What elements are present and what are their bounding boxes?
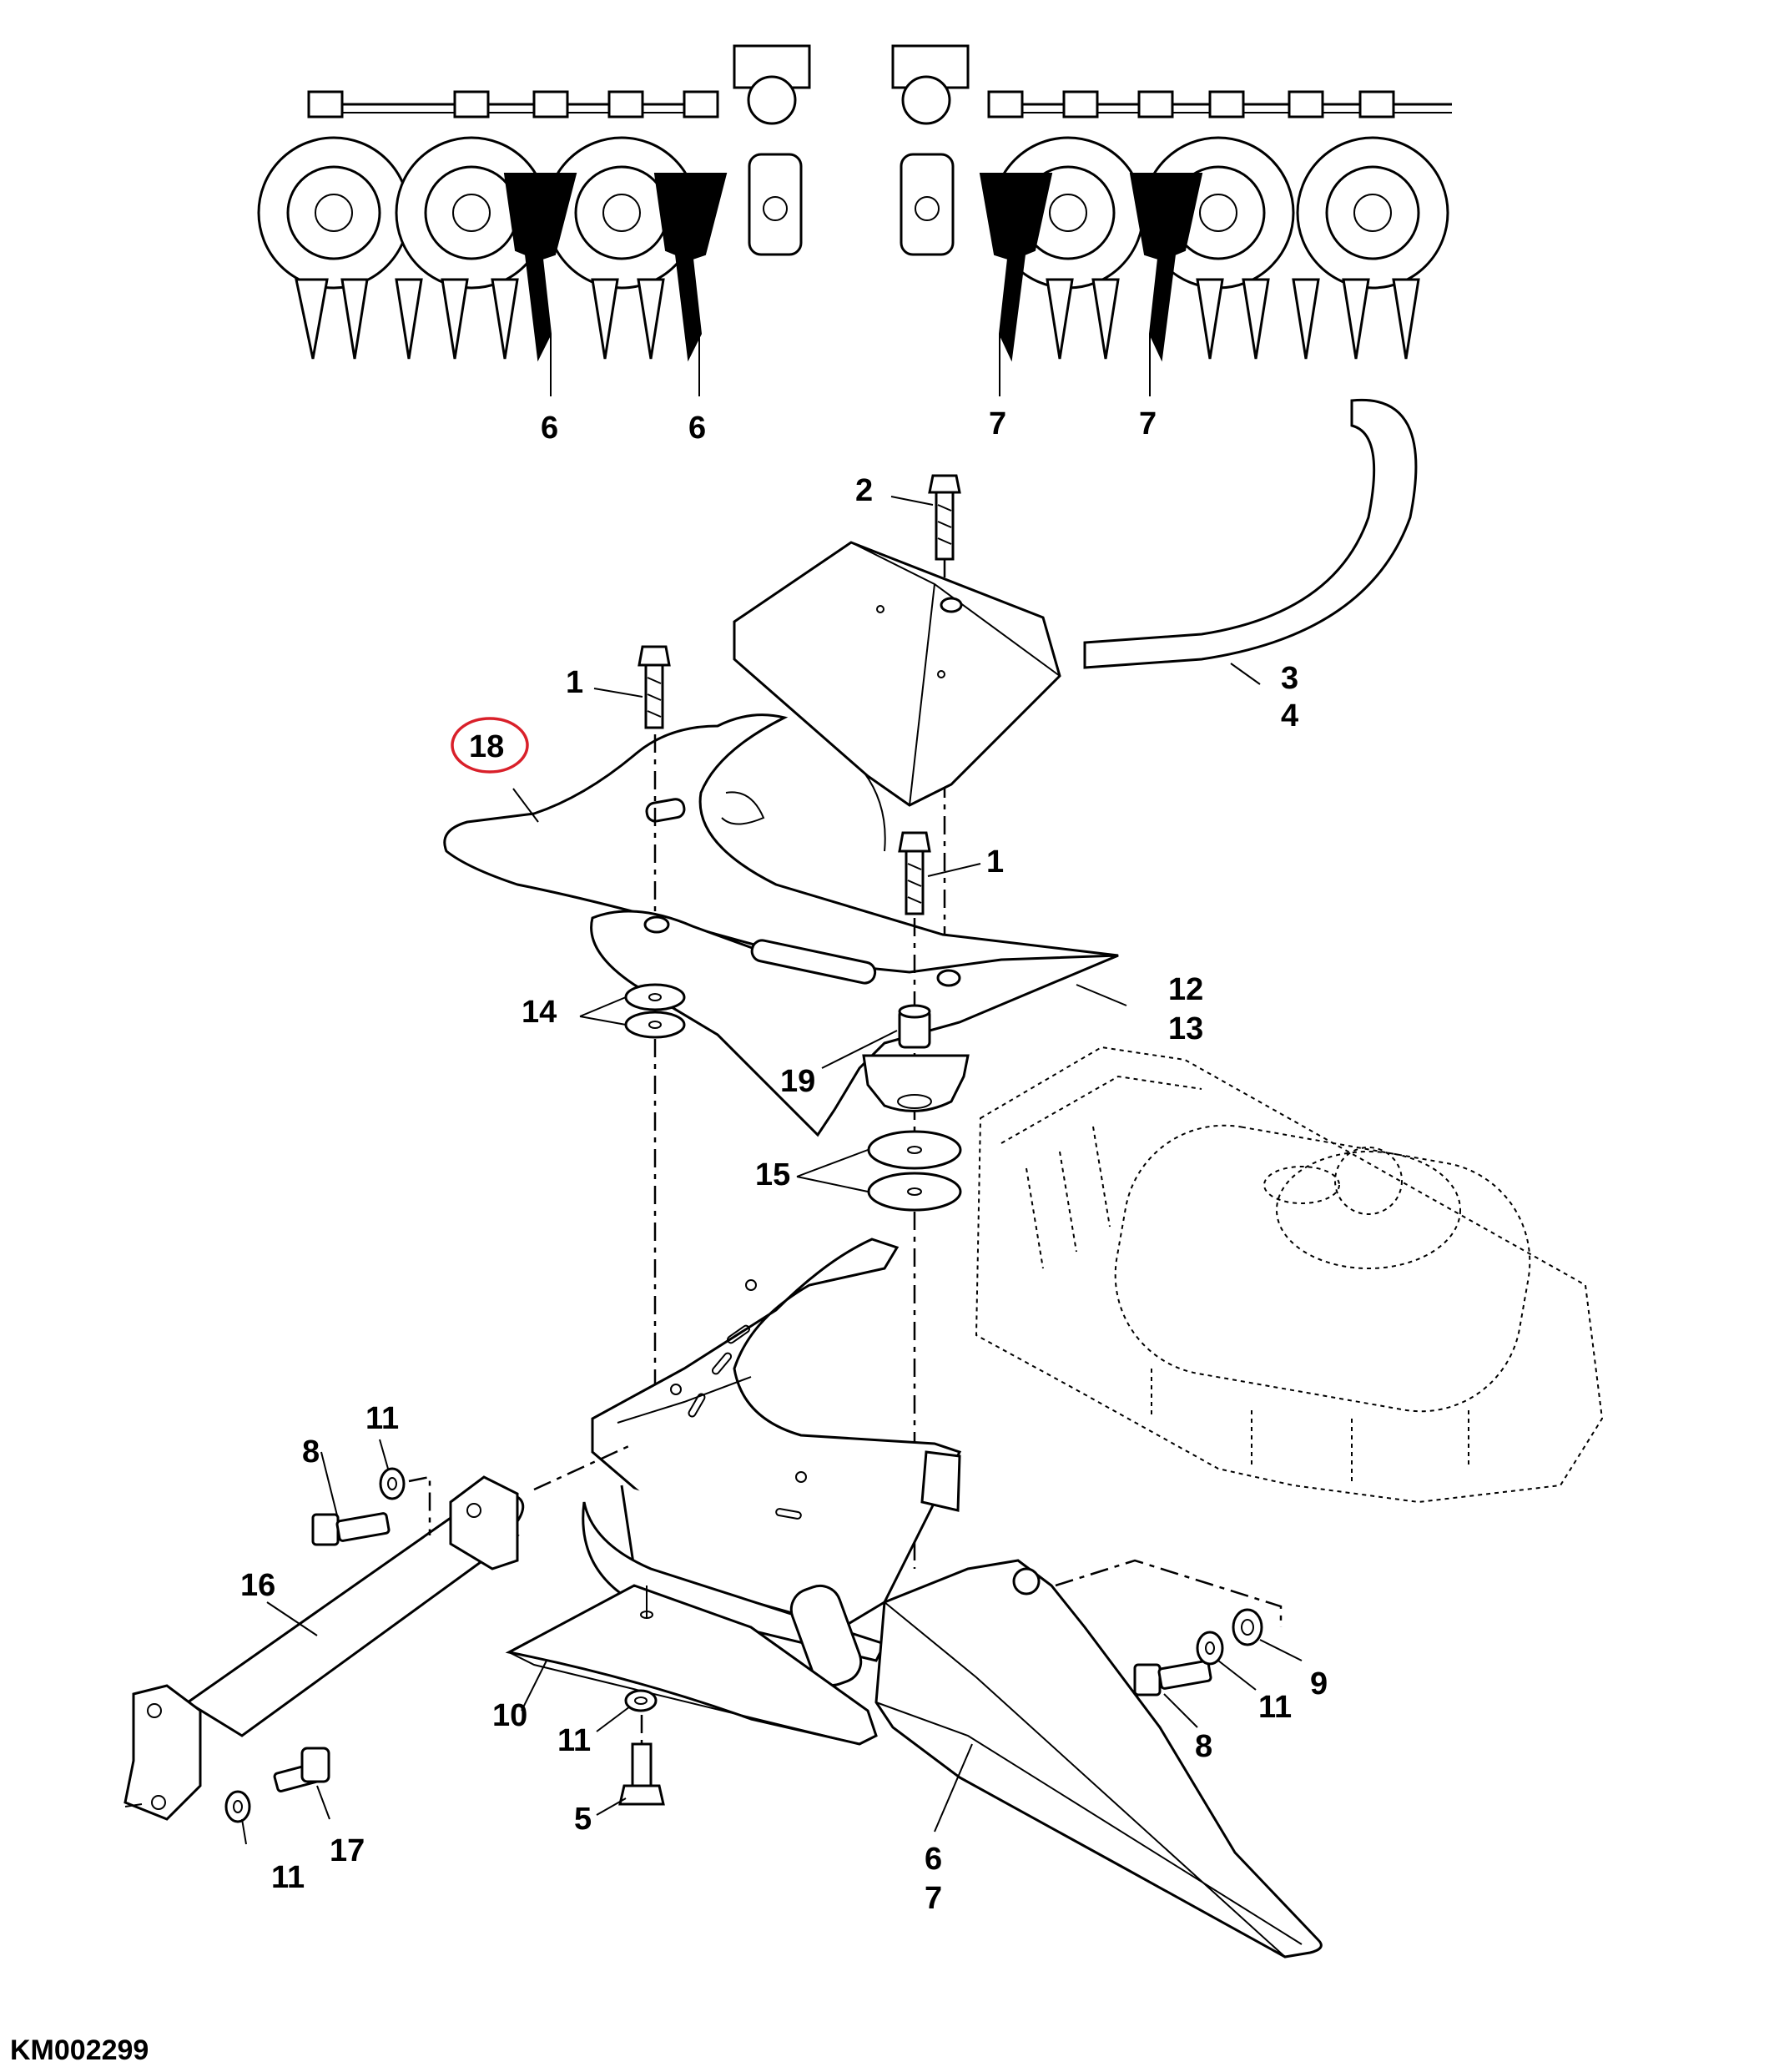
bolt-part-5 — [618, 1715, 665, 1806]
overview-row-units-left — [257, 44, 811, 362]
callout-9: 9 — [1310, 1666, 1328, 1701]
crop-shield-part-3-4 — [733, 398, 1418, 807]
callout-6: 6 — [925, 1842, 942, 1877]
plate-part-18[interactable] — [443, 713, 1119, 1020]
callout-11-b: 11 — [557, 1723, 591, 1758]
leader-lines — [241, 496, 1303, 1845]
snout-part-6-7 — [874, 1559, 1323, 1959]
bracket-part-12-13 — [590, 910, 1119, 1137]
bolt-part-8-right — [1133, 1660, 1212, 1696]
washers-part-14 — [624, 983, 686, 1419]
bolt-part-8-left — [311, 1512, 391, 1546]
callout-7-top-1: 7 — [989, 406, 1006, 441]
callout-5: 5 — [574, 1802, 592, 1837]
callout-11-a: 11 — [365, 1401, 399, 1436]
washer-part-11-bottom-left — [224, 1790, 251, 1823]
washers-part-15 — [867, 1130, 962, 1212]
highlight-ring-18 — [451, 717, 529, 774]
callout-8-left: 8 — [302, 1434, 320, 1470]
washer-part-11-right — [1196, 1631, 1224, 1666]
callout-14: 14 — [522, 995, 557, 1030]
callout-6-top-2: 6 — [688, 411, 706, 446]
callout-6-top-1: 6 — [541, 411, 558, 446]
callout-7-top-2: 7 — [1139, 406, 1157, 441]
washer-part-9 — [1055, 1559, 1283, 1646]
gearbox-housing-reference — [975, 1046, 1604, 1504]
callout-1-lower: 1 — [986, 844, 1004, 880]
callout-19: 19 — [780, 1064, 815, 1099]
bracket-clip — [862, 1054, 970, 1112]
drawing-code: KM002299 — [10, 2034, 149, 2066]
callout-15: 15 — [755, 1157, 790, 1192]
bushing-part-19 — [898, 1004, 931, 1049]
callout-12: 12 — [1168, 972, 1203, 1007]
callout-1-upper: 1 — [566, 665, 583, 700]
callout-10: 10 — [492, 1698, 527, 1733]
callout-13: 13 — [1168, 1011, 1203, 1046]
callout-labels: 6 6 7 7 2 3 4 1 1 18 12 13 14 19 15 11 8… — [240, 406, 1328, 1916]
divider-frame — [582, 1238, 962, 1687]
callout-8-right: 8 — [1195, 1729, 1212, 1764]
bolt-part-17 — [273, 1747, 330, 1792]
callout-4: 4 — [1281, 698, 1298, 734]
washer-part-11-center — [624, 1689, 658, 1712]
callout-18: 18 — [469, 729, 504, 764]
washer-part-11-left-top — [379, 1467, 431, 1535]
overview-row-units-right — [891, 44, 1452, 362]
bolt-part-1-upper — [638, 645, 671, 918]
callout-11-c: 11 — [271, 1860, 305, 1895]
plate-part-10 — [505, 1584, 878, 1746]
tube-part-16 — [123, 1442, 635, 1821]
callout-16: 16 — [240, 1568, 275, 1603]
callout-3: 3 — [1281, 661, 1298, 696]
callout-11-d: 11 — [1258, 1690, 1292, 1725]
callout-17: 17 — [330, 1833, 365, 1868]
callout-7: 7 — [925, 1881, 942, 1916]
callout-2: 2 — [855, 473, 873, 508]
